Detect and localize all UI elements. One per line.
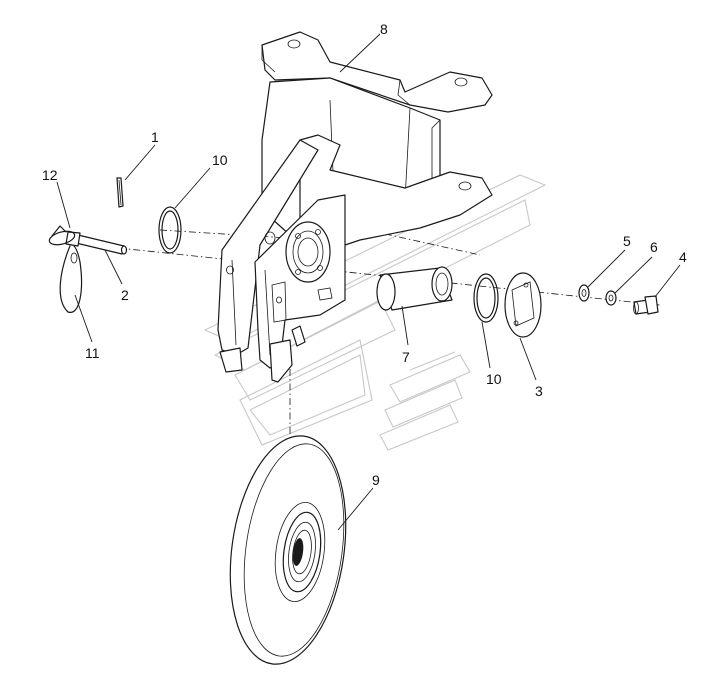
part-5-washer [578,284,590,302]
callout-1: 1 [151,129,159,145]
part-9-roller-wheel [229,435,347,665]
callout-4: 4 [679,249,687,265]
callout-numbers: 1 2 3 4 5 6 7 8 9 10 10 11 12 [42,21,687,488]
callout-8: 8 [380,21,388,37]
part-6-lock-washer [605,290,617,306]
part-1-cotter-pin [116,177,124,208]
part-4-bolt [633,295,659,315]
assembly-axis-lines [89,214,661,440]
part-8-bracket [217,31,493,383]
callout-11: 11 [85,345,100,361]
callout-9: 9 [372,472,380,488]
leader-lines [56,33,681,531]
part-3-flange [504,272,542,338]
callout-10-right: 10 [486,371,502,387]
callout-10-left: 10 [212,152,228,168]
callout-2: 2 [121,287,129,303]
callout-12: 12 [42,167,58,183]
callout-6: 6 [650,239,658,255]
part-12-ring-clip [48,225,76,246]
part-7-bushing [376,266,453,311]
part-10-o-ring-right [473,273,499,323]
part-11-lanyard [59,245,83,313]
callout-3: 3 [535,383,543,399]
callout-7: 7 [402,349,410,365]
callout-5: 5 [623,233,631,249]
part-10-o-ring-left [158,206,182,254]
